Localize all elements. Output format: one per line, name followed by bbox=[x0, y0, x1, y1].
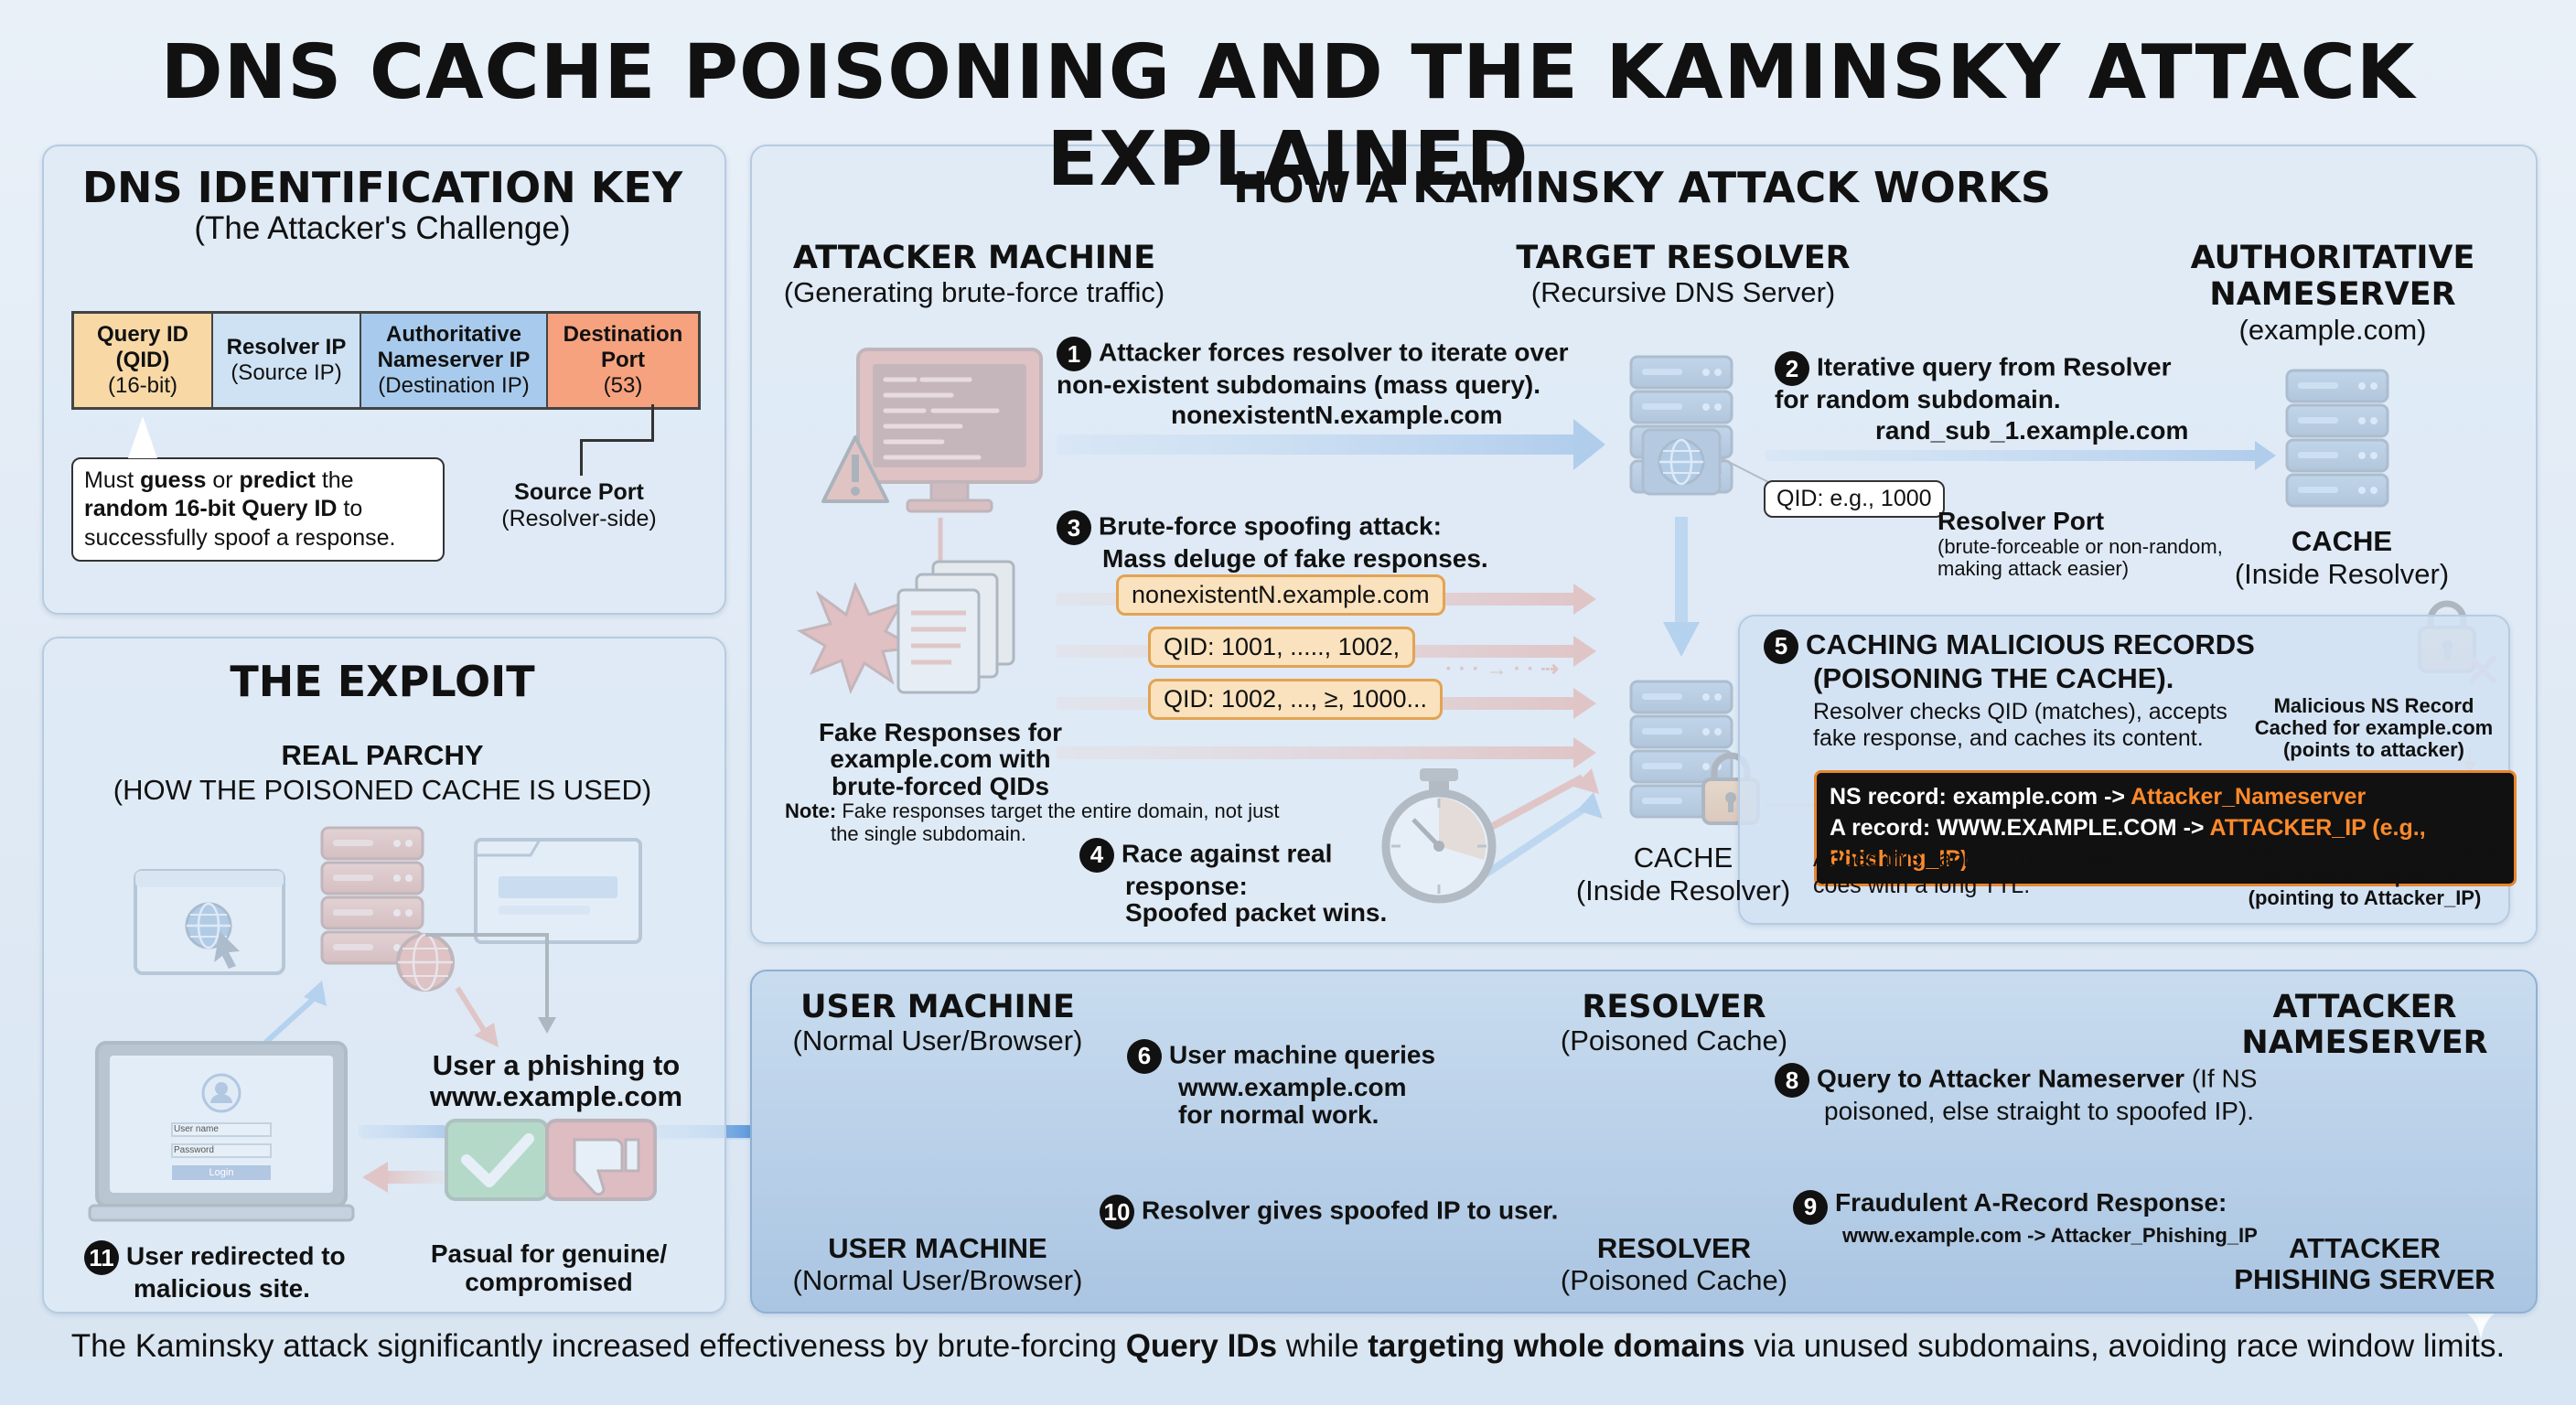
user-machine-bottom-label: USER MACHINE (Normal User/Browser) bbox=[792, 1232, 1083, 1296]
resolver-ip-label: Resolver IP bbox=[226, 335, 347, 359]
resolver-top-label: RESOLVER (Poisoned Cache) bbox=[1560, 989, 1788, 1057]
fake-responses-label: Fake Responses for example.com with brut… bbox=[818, 718, 1063, 800]
ns-record-key: NS record: example.com -> bbox=[1830, 784, 2131, 810]
page-title: DNS CACHE POISONING AND THE KAMINSKY ATT… bbox=[160, 29, 2416, 203]
qid-field-label: Query ID (QID) bbox=[96, 322, 189, 372]
attacker-nameserver-label: ATTACKER NAMESERVER bbox=[2241, 989, 2488, 1062]
dest-port-sub: (53) bbox=[603, 373, 643, 398]
exploit-sub2: (HOW THE POISONED CACHE IS USED) bbox=[113, 774, 652, 806]
dest-port-label: Destination Port bbox=[563, 322, 683, 372]
auth-nameserver-label: AUTHORITATIVE NAMESERVER (example.com) bbox=[2190, 240, 2475, 346]
step1-domain: nonexistentN.example.com bbox=[1171, 401, 1503, 429]
exploit-sub1: REAL PARCHY bbox=[281, 739, 484, 771]
a-record-value: ATTACKER_IP (e.g., Phishing_IP) bbox=[1830, 814, 2426, 872]
malicious-a-label: Malicious A Record Cached for www.exampl… bbox=[2232, 842, 2497, 909]
auth-ip-field: Authoritative Nameserver IP (Destination… bbox=[361, 314, 548, 407]
login-password-placeholder[interactable]: Password bbox=[174, 1145, 214, 1155]
pasual-label: Pasual for genuine/compromised bbox=[430, 1239, 668, 1296]
login-username-placeholder[interactable]: User name bbox=[174, 1124, 219, 1134]
dest-port-field: Destination Port (53) bbox=[548, 314, 698, 407]
resolver-port-label: Resolver Port (brute-forceable or non-ra… bbox=[1937, 507, 2223, 580]
ns-record-value: Attacker_Nameserver bbox=[2131, 784, 2367, 810]
poisoned-records-box: NS record: example.com -> Attacker_Names… bbox=[1814, 770, 2517, 887]
step5-desc: Resolver checks QID (matches), accepts f… bbox=[1813, 699, 2227, 751]
key-panel-title: DNS IDENTIFICATION KEY bbox=[81, 163, 683, 212]
user-machine-top-label: USER MACHINE (Normal User/Browser) bbox=[792, 989, 1083, 1057]
auth-ip-sub: (Destination IP) bbox=[378, 373, 530, 398]
cache-label: CACHE (Inside Resolver) bbox=[1575, 842, 1791, 906]
spoof-chip-qid1: QID: 1001, ....., 1002, bbox=[1148, 627, 1416, 668]
dns-key-fields: Query ID (QID) (16-bit) Resolver IP (Sou… bbox=[71, 311, 701, 410]
malicious-ns-label: Malicious NS Record Cached for example.c… bbox=[2254, 694, 2494, 761]
auth-ip-label: Authoritative Nameserver IP bbox=[377, 322, 531, 372]
added-cache-text: Added this cache to ú Resolver's coes wi… bbox=[1813, 846, 2146, 898]
fake-responses-note: Note: Fake responses target the entire d… bbox=[785, 799, 1280, 846]
resolver-ip-sub: (Source IP) bbox=[231, 360, 342, 385]
auth-cache-label: CACHE (Inside Resolver) bbox=[2234, 525, 2450, 590]
exploit-panel bbox=[42, 637, 726, 1314]
qid-callout: Must guess or predict the random 16-bit … bbox=[71, 457, 445, 562]
source-port-label: Source Port (Resolver-side) bbox=[501, 479, 657, 531]
qid-example-callout: QID: e.g., 1000 bbox=[1764, 480, 1945, 518]
a-record-key: A record: WWW.EXAMPLE.COM -> bbox=[1830, 814, 2210, 841]
attacker-machine-label: ATTACKER MACHINE (Generating brute-force… bbox=[783, 240, 1165, 308]
key-panel-subtitle: (The Attacker's Challenge) bbox=[194, 210, 571, 246]
attacker-phishing-label: ATTACKER PHISHING SERVER bbox=[2234, 1232, 2496, 1296]
step2-domain: rand_sub_1.example.com bbox=[1875, 416, 2189, 445]
resolver-bottom-label: RESOLVER (Poisoned Cache) bbox=[1560, 1232, 1788, 1296]
attack-title: HOW A KAMINSKY ATTACK WORKS bbox=[1232, 163, 2052, 212]
flow-panel bbox=[750, 970, 2538, 1314]
footer-text: The Kaminsky attack significantly increa… bbox=[70, 1328, 2506, 1364]
qid-field-sub: (16-bit) bbox=[107, 373, 178, 398]
qid-field: Query ID (QID) (16-bit) bbox=[74, 314, 213, 407]
spoof-chip-domain: nonexistentN.example.com bbox=[1116, 574, 1445, 616]
spoof-chip-qid2: QID: 1002, ..., ≥, 1000... bbox=[1148, 679, 1443, 720]
login-button[interactable]: Login bbox=[209, 1167, 234, 1178]
step11-badge: 11 bbox=[84, 1240, 119, 1275]
resolver-ip-field: Resolver IP (Source IP) bbox=[213, 314, 361, 407]
target-resolver-label: TARGET RESOLVER (Recursive DNS Server) bbox=[1516, 240, 1851, 308]
exploit-title: THE EXPLOIT bbox=[230, 657, 535, 706]
